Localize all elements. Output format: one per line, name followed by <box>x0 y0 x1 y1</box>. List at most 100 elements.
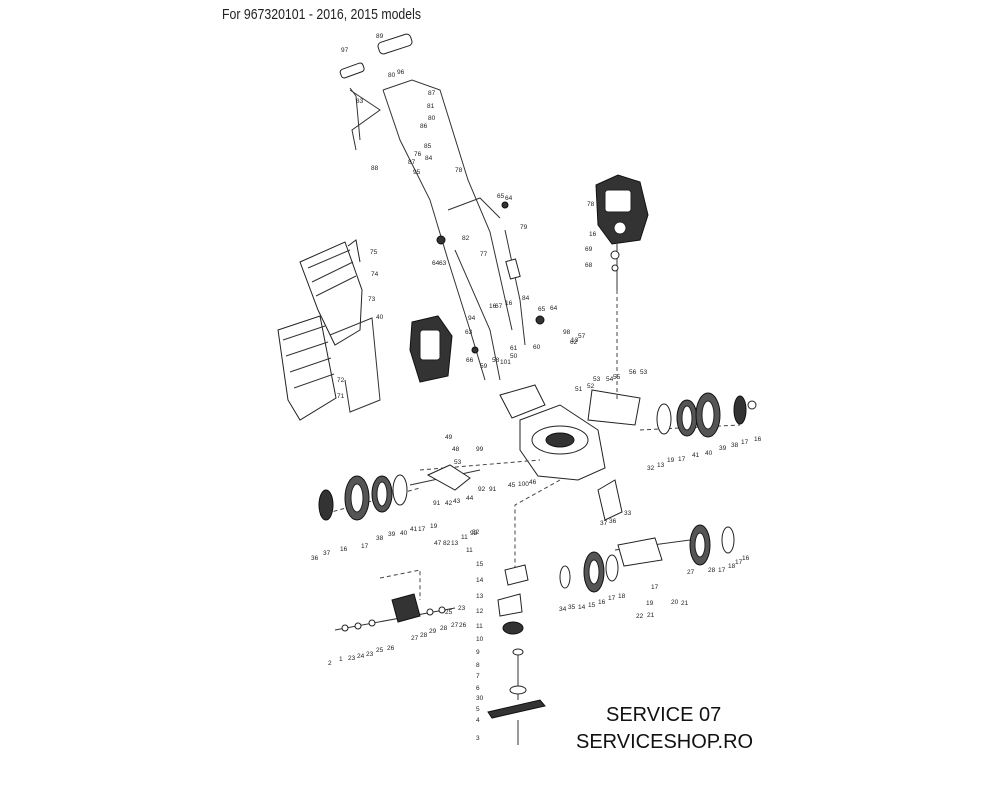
callout-34: 34 <box>559 606 567 613</box>
callout-13: 13 <box>657 462 665 469</box>
callout-16: 16 <box>489 303 497 310</box>
callout-17: 17 <box>741 439 749 446</box>
rear-wheel-right <box>656 392 757 438</box>
callout-28: 28 <box>420 632 428 639</box>
callout-18: 18 <box>728 563 736 570</box>
callout-82: 82 <box>443 540 451 547</box>
grass-catcher <box>277 239 381 421</box>
callout-8: 8 <box>476 662 480 669</box>
callout-17: 17 <box>735 559 743 566</box>
callout-79: 79 <box>520 224 528 231</box>
callout-65: 65 <box>538 306 546 313</box>
callout-13: 13 <box>571 337 579 344</box>
callout-96: 96 <box>397 69 405 76</box>
callout-2: 2 <box>328 660 332 667</box>
callout-64: 64 <box>432 260 440 267</box>
callout-21: 21 <box>647 612 655 619</box>
callout-76: 76 <box>414 151 422 158</box>
callout-42: 42 <box>445 500 453 507</box>
callout-17: 17 <box>718 567 726 574</box>
callout-14: 14 <box>578 604 586 611</box>
callout-12: 12 <box>476 608 484 615</box>
callout-100: 100 <box>518 481 529 488</box>
callout-87: 87 <box>428 90 436 97</box>
callout-82: 82 <box>462 235 470 242</box>
callout-41: 41 <box>692 452 700 459</box>
callout-33: 33 <box>624 510 632 517</box>
callout-84: 84 <box>522 295 530 302</box>
callout-28: 28 <box>440 625 448 632</box>
callout-24: 24 <box>357 653 365 660</box>
callout-27: 27 <box>687 569 695 576</box>
callout-80: 80 <box>388 72 396 79</box>
callout-78: 78 <box>455 167 463 174</box>
callout-101: 101 <box>500 359 511 366</box>
callout-43: 43 <box>453 498 461 505</box>
callout-14: 14 <box>476 577 484 584</box>
callout-17: 17 <box>608 595 616 602</box>
callout-66: 66 <box>466 357 474 364</box>
callout-17: 17 <box>651 584 659 591</box>
callout-37: 37 <box>323 550 331 557</box>
callout-23: 23 <box>366 651 374 658</box>
callout-54: 54 <box>606 376 614 383</box>
engine <box>595 174 649 290</box>
callout-95: 95 <box>413 169 421 176</box>
rear-wheel-left <box>318 464 481 521</box>
callout-29: 29 <box>429 628 437 635</box>
callout-99: 99 <box>476 446 484 453</box>
callout-71: 71 <box>337 393 345 400</box>
callout-63: 63 <box>465 329 473 336</box>
callout-19: 19 <box>430 523 438 530</box>
callout-22: 22 <box>636 613 644 620</box>
callout-11: 11 <box>461 534 468 541</box>
callout-61: 61 <box>510 345 518 352</box>
callout-77: 77 <box>480 251 488 258</box>
handle-assembly <box>339 33 545 381</box>
callout-19: 19 <box>667 457 675 464</box>
callout-78: 78 <box>587 201 595 208</box>
diagram-header: For 967320101 - 2016, 2015 models <box>222 6 422 23</box>
callout-26: 26 <box>387 645 395 652</box>
callout-81: 81 <box>427 103 435 110</box>
callout-51: 51 <box>575 386 583 393</box>
callout-40: 40 <box>376 314 384 321</box>
callout-36: 36 <box>609 518 617 525</box>
callout-9: 9 <box>476 649 480 656</box>
callout-53: 53 <box>640 369 648 376</box>
callout-91: 91 <box>433 500 441 507</box>
callout-17: 17 <box>418 526 426 533</box>
callout-68: 68 <box>585 262 593 269</box>
callout-36: 36 <box>311 555 319 562</box>
callout-40: 40 <box>400 530 408 537</box>
watermark-service: SERVICE 07 <box>606 704 722 726</box>
callout-3: 3 <box>476 735 480 742</box>
callout-65: 65 <box>497 193 505 200</box>
callout-35: 35 <box>568 604 576 611</box>
callout-7: 7 <box>476 673 480 680</box>
callout-5: 5 <box>476 706 480 713</box>
mower-deck <box>499 384 641 481</box>
callout-15: 15 <box>588 602 596 609</box>
callout-39: 39 <box>719 445 727 452</box>
callout-84: 84 <box>425 155 433 162</box>
callout-74: 74 <box>371 271 379 278</box>
callout-52: 52 <box>587 383 595 390</box>
callout-6: 6 <box>476 685 480 692</box>
callout-21: 21 <box>681 600 689 607</box>
callout-27: 27 <box>411 635 419 642</box>
callout-56: 56 <box>629 369 637 376</box>
blade-drive-stack <box>487 564 546 745</box>
callout-48: 48 <box>452 446 460 453</box>
callout-69: 69 <box>585 246 593 253</box>
callout-92: 92 <box>470 530 478 537</box>
callout-41: 41 <box>410 526 418 533</box>
callout-85: 85 <box>424 143 432 150</box>
callout-87: 87 <box>408 159 416 166</box>
callout-17: 17 <box>361 543 369 550</box>
callout-17: 17 <box>678 456 686 463</box>
watermark-shop: SERVICESHOP.RO <box>576 731 754 753</box>
callout-23: 23 <box>458 605 466 612</box>
callout-83: 83 <box>356 98 364 105</box>
